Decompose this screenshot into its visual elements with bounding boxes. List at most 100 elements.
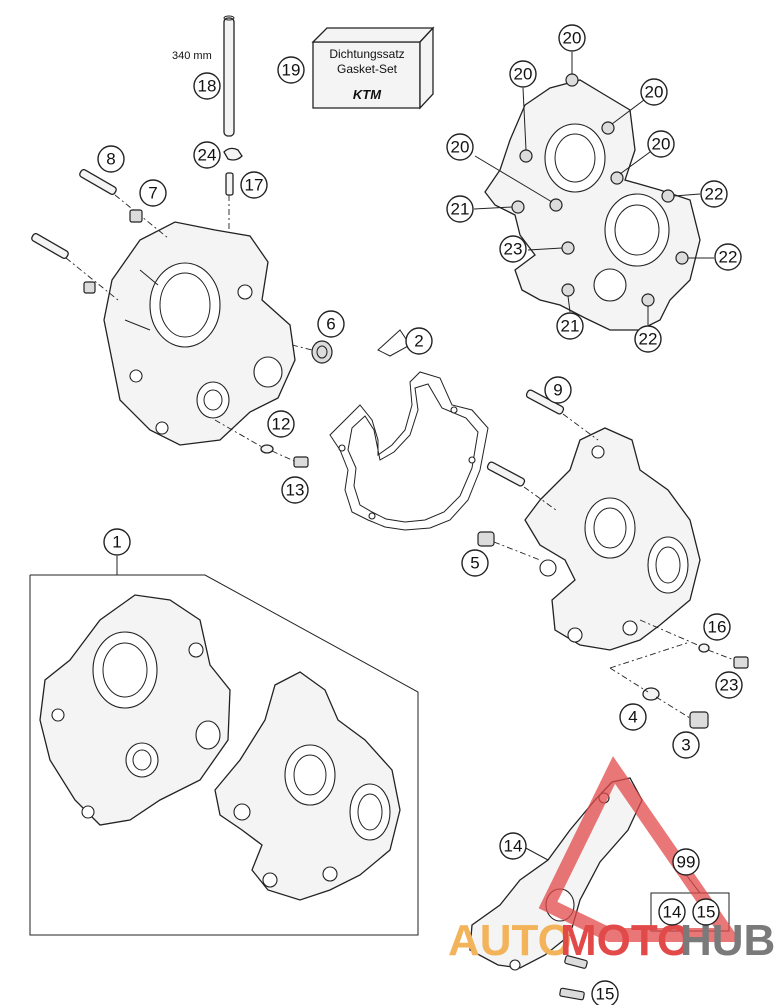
callout-16: 16 (703, 613, 731, 641)
callout-1: 1 (103, 528, 131, 556)
svg-text:14: 14 (663, 903, 682, 922)
bolt-15a (564, 955, 588, 969)
callout-4: 4 (619, 703, 647, 731)
callout-20c: 20 (640, 78, 668, 106)
svg-text:20: 20 (514, 65, 533, 84)
right-crankcase-top (484, 73, 701, 331)
rod-length-label: 340 mm (172, 50, 212, 62)
gasket-set-box: Dichtungssatz Gasket-Set KTM (311, 26, 435, 110)
callout-20d: 20 (647, 130, 675, 158)
callout-22b: 22 (714, 243, 742, 271)
callout-20e: 20 (446, 133, 474, 161)
callout-24: 24 (193, 141, 221, 169)
svg-text:14: 14 (504, 837, 523, 856)
callout-23b: 23 (715, 671, 743, 699)
callout-20a: 20 (558, 24, 586, 52)
svg-text:1: 1 (112, 533, 121, 552)
watermark-part1: AUTO (448, 916, 572, 965)
callout-14: 14 (499, 832, 527, 860)
svg-text:3: 3 (681, 736, 690, 755)
svg-text:8: 8 (106, 150, 115, 169)
svg-text:22: 22 (639, 330, 658, 349)
sleeve-7 (129, 209, 143, 223)
svg-text:12: 12 (272, 415, 291, 434)
crankcase-set-left (39, 594, 231, 826)
kit-callout-14: 14 (658, 898, 686, 926)
dowel-pin-right (486, 461, 557, 511)
kit-callout-15: 15 (692, 898, 720, 926)
clip-part (223, 147, 243, 161)
callout-99: 99 (672, 848, 700, 876)
svg-text:6: 6 (326, 315, 335, 334)
svg-text:22: 22 (719, 248, 738, 267)
svg-text:4: 4 (628, 708, 637, 727)
watermark-part3: HUB (680, 916, 775, 965)
callout-13: 13 (281, 476, 309, 504)
gasket-set-line1: Dichtungssatz (329, 47, 404, 61)
svg-text:15: 15 (697, 903, 716, 922)
washer-12 (214, 419, 274, 454)
sleeve-5 (477, 531, 541, 561)
callout-6: 6 (317, 310, 345, 338)
dowel-pin-8 (79, 168, 169, 239)
callout-7: 7 (139, 179, 167, 207)
stud-leaders (473, 52, 714, 325)
svg-text:5: 5 (470, 554, 479, 573)
svg-text:13: 13 (286, 481, 305, 500)
rod-part (223, 15, 235, 137)
callout-22a: 22 (700, 180, 728, 208)
svg-text:19: 19 (282, 61, 301, 80)
bolt-13 (271, 450, 309, 468)
washer-16 (639, 619, 710, 653)
watermark-logo: AUTO MOTO HUB (448, 756, 775, 965)
svg-text:2: 2 (414, 332, 423, 351)
crankcase-set-box (29, 556, 419, 936)
svg-text:20: 20 (645, 83, 664, 102)
svg-text:20: 20 (451, 138, 470, 157)
crankcase-set-right (214, 671, 401, 901)
plug-3 (655, 696, 709, 729)
callout-19: 19 (277, 56, 305, 84)
right-crankcase-half (524, 427, 701, 651)
callout-20b: 20 (509, 60, 537, 88)
dowel-pin-left (31, 232, 119, 301)
svg-text:15: 15 (596, 985, 615, 1004)
callout-15: 15 (591, 980, 619, 1005)
dowel-pin-9 (525, 389, 599, 441)
svg-text:21: 21 (561, 317, 580, 336)
callout-8: 8 (97, 145, 125, 173)
callout-9: 9 (544, 376, 572, 404)
callout-2: 2 (405, 327, 433, 355)
svg-text:18: 18 (198, 77, 217, 96)
washer-4 (609, 641, 691, 701)
callout-3: 3 (672, 731, 700, 759)
svg-text:17: 17 (245, 176, 264, 195)
callout-21b: 21 (556, 312, 584, 340)
svg-text:23: 23 (720, 676, 739, 695)
svg-text:16: 16 (708, 618, 727, 637)
svg-text:24: 24 (198, 146, 217, 165)
callout-5: 5 (461, 549, 489, 577)
svg-text:21: 21 (451, 200, 470, 219)
svg-text:22: 22 (705, 185, 724, 204)
svg-text:20: 20 (563, 29, 582, 48)
callout-17: 17 (240, 171, 268, 199)
callout-12: 12 (267, 410, 295, 438)
svg-text:99: 99 (677, 853, 696, 872)
left-crankcase-half (103, 221, 296, 446)
bolt-15b (559, 987, 585, 1001)
seal-ring-6 (291, 340, 333, 364)
bolt-23b (707, 649, 749, 669)
callout-21a: 21 (446, 195, 474, 223)
svg-text:7: 7 (148, 184, 157, 203)
gasket-set-line2: Gasket-Set (337, 62, 398, 76)
ktm-logo: KTM (353, 87, 382, 102)
callout-23a: 23 (499, 235, 527, 263)
svg-text:9: 9 (553, 381, 562, 400)
svg-text:20: 20 (652, 135, 671, 154)
svg-text:23: 23 (504, 240, 523, 259)
crankcase-gasket (329, 329, 489, 531)
callout-22c: 22 (634, 325, 662, 353)
callout-18: 18 (193, 72, 221, 100)
